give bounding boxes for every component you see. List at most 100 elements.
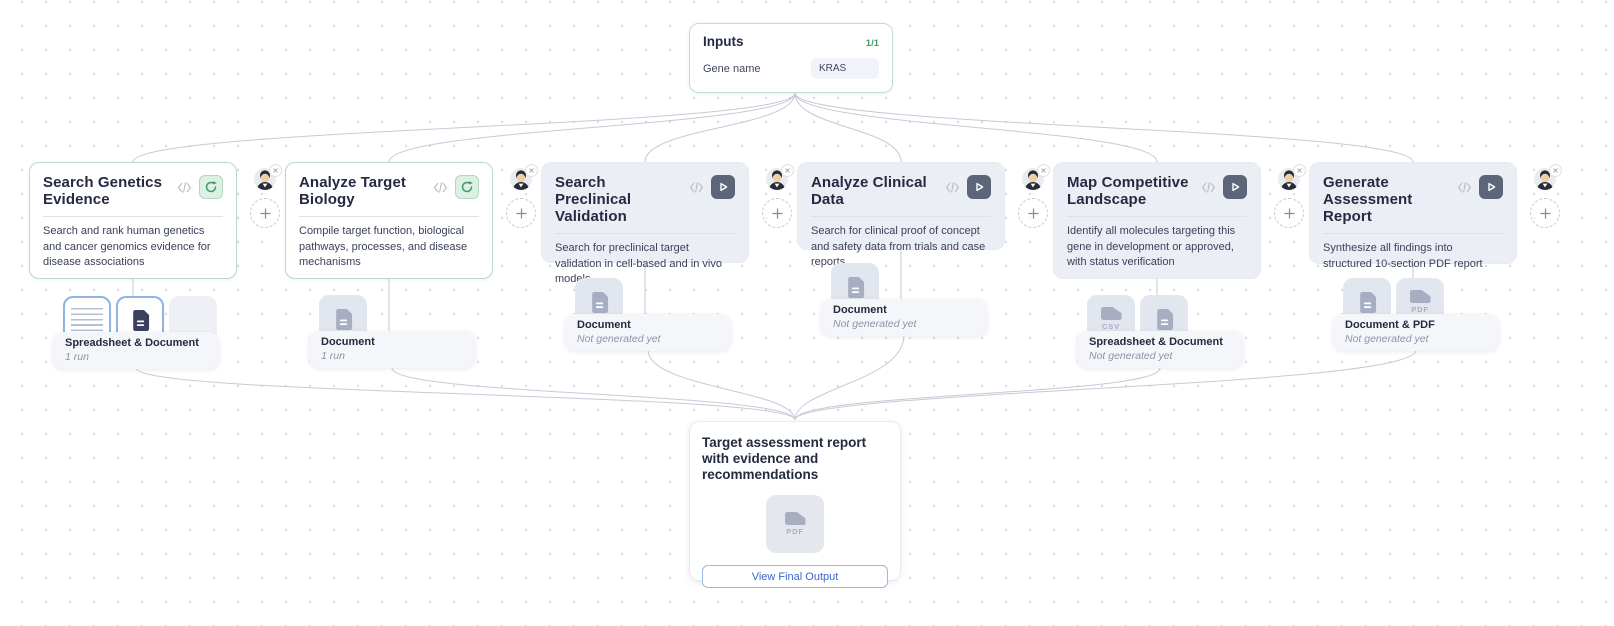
spreadsheet-preview — [71, 308, 103, 334]
code-icon[interactable] — [945, 181, 960, 193]
document-icon — [847, 276, 864, 298]
output-info-box[interactable]: Document Not generated yet — [821, 299, 987, 336]
document-icon — [1156, 308, 1173, 330]
document-icon — [132, 309, 149, 331]
code-icon[interactable] — [1457, 181, 1472, 193]
divider — [43, 216, 223, 217]
inputs-title: Inputs — [703, 34, 744, 49]
output-status: Not generated yet — [1345, 333, 1429, 345]
output-group[interactable]: Document Not generated yet — [821, 263, 987, 336]
divider — [1323, 233, 1503, 234]
output-label: Document — [577, 319, 631, 331]
remove-agent-icon[interactable] — [781, 164, 794, 177]
divider — [555, 233, 735, 234]
output-label: Document — [833, 304, 887, 316]
code-icon[interactable] — [433, 181, 448, 193]
output-info-box[interactable]: Document Not generated yet — [565, 314, 731, 351]
document-icon — [1359, 291, 1376, 313]
pdf-file-icon: PDF — [1409, 290, 1431, 314]
document-icon — [591, 291, 608, 313]
output-group[interactable]: Document 1 run — [309, 295, 475, 368]
task-title: Search Preclinical Validation — [555, 174, 632, 225]
pdf-file-icon: PDF — [784, 512, 806, 536]
output-status: 1 run — [321, 350, 345, 362]
task-card-analyze-clinical-data[interactable]: Analyze Clinical Data Search for clinica… — [797, 162, 1005, 268]
agent-avatar[interactable] — [509, 164, 538, 191]
output-group[interactable]: Document Not generated yet — [565, 278, 731, 351]
task-card-search-preclinical-validation[interactable]: Search Preclinical Validation Search for… — [541, 162, 749, 285]
agent-slot — [506, 164, 538, 228]
spreadsheet-output-thumbnail[interactable] — [63, 296, 111, 344]
inputs-progress-badge: 1/1 — [865, 38, 879, 49]
agent-slot — [1274, 164, 1306, 228]
rerun-button[interactable] — [455, 175, 479, 199]
divider — [299, 216, 479, 217]
task-card-generate-assessment-report[interactable]: Generate Assessment Report Synthesize al… — [1309, 162, 1517, 270]
rerun-button[interactable] — [199, 175, 223, 199]
agent-avatar[interactable] — [1533, 164, 1562, 191]
output-group[interactable]: CSV Spreadsheet & Document Not generated… — [1077, 295, 1243, 368]
run-button[interactable] — [1223, 175, 1247, 199]
remove-agent-icon[interactable] — [525, 164, 538, 177]
remove-agent-icon[interactable] — [1293, 164, 1306, 177]
run-button[interactable] — [711, 175, 735, 199]
agent-avatar[interactable] — [253, 164, 282, 191]
task-description: Search for clinical proof of concept and… — [811, 225, 986, 268]
task-description: Synthesize all findings into structured … — [1323, 242, 1483, 270]
task-description: Identify all molecules targeting this ge… — [1067, 225, 1236, 268]
code-icon[interactable] — [689, 181, 704, 193]
add-step-button[interactable] — [506, 198, 536, 228]
final-output-title: Target assessment report with evidence a… — [702, 435, 867, 482]
task-card-analyze-target-biology[interactable]: Analyze Target Biology Compile target fu… — [285, 162, 493, 279]
gene-name-input[interactable]: KRAS — [811, 58, 879, 79]
run-button[interactable] — [967, 175, 991, 199]
output-status: 1 run — [65, 351, 89, 363]
task-description: Search and rank human genetics and cance… — [43, 225, 211, 268]
run-button[interactable] — [1479, 175, 1503, 199]
add-step-button[interactable] — [1018, 198, 1048, 228]
remove-agent-icon[interactable] — [1037, 164, 1050, 177]
document-icon — [335, 308, 352, 330]
output-group[interactable]: Spreadsheet & Document 1 run — [53, 296, 219, 369]
remove-agent-icon[interactable] — [269, 164, 282, 177]
final-pdf-thumbnail[interactable]: PDF — [766, 495, 824, 553]
output-label: Spreadsheet & Document — [1089, 336, 1223, 348]
output-info-box[interactable]: Spreadsheet & Document Not generated yet — [1077, 331, 1243, 368]
csv-file-icon: CSV — [1100, 307, 1122, 331]
agent-avatar[interactable] — [1021, 164, 1050, 191]
task-title: Generate Assessment Report — [1323, 174, 1413, 225]
add-step-button[interactable] — [1530, 198, 1560, 228]
remove-agent-icon[interactable] — [1549, 164, 1562, 177]
agent-slot — [762, 164, 794, 228]
task-description: Search for preclinical target validation… — [555, 242, 722, 285]
output-label: Spreadsheet & Document — [65, 337, 199, 349]
final-output-node[interactable]: Target assessment report with evidence a… — [689, 421, 901, 588]
divider — [1067, 216, 1247, 217]
task-title: Map Competitive Landscape — [1067, 174, 1189, 208]
task-title: Analyze Target Biology — [299, 174, 406, 208]
output-info-box[interactable]: Document & PDF Not generated yet — [1333, 314, 1499, 351]
agent-slot — [1530, 164, 1562, 228]
task-card-search-genetics-evidence[interactable]: Search Genetics Evidence Search and rank… — [29, 162, 237, 279]
agent-slot — [250, 164, 282, 228]
view-final-output-button[interactable]: View Final Output — [702, 565, 888, 588]
task-title: Analyze Clinical Data — [811, 174, 927, 208]
inputs-node[interactable]: Inputs 1/1 Gene name KRAS — [689, 23, 893, 93]
add-step-button[interactable] — [1274, 198, 1304, 228]
code-icon[interactable] — [177, 181, 192, 193]
agent-avatar[interactable] — [765, 164, 794, 191]
add-step-button[interactable] — [250, 198, 280, 228]
output-label: Document & PDF — [1345, 319, 1435, 331]
agent-slot — [1018, 164, 1050, 228]
output-label: Document — [321, 336, 375, 348]
output-info-box[interactable]: Spreadsheet & Document 1 run — [53, 332, 219, 369]
code-icon[interactable] — [1201, 181, 1216, 193]
task-card-map-competitive-landscape[interactable]: Map Competitive Landscape Identify all m… — [1053, 162, 1261, 279]
output-info-box[interactable]: Document 1 run — [309, 331, 475, 368]
task-title: Search Genetics Evidence — [43, 174, 163, 208]
agent-avatar[interactable] — [1277, 164, 1306, 191]
output-group[interactable]: PDF Document & PDF Not generated yet — [1333, 278, 1499, 351]
output-status: Not generated yet — [1089, 350, 1173, 362]
gene-name-label: Gene name — [703, 62, 761, 75]
add-step-button[interactable] — [762, 198, 792, 228]
